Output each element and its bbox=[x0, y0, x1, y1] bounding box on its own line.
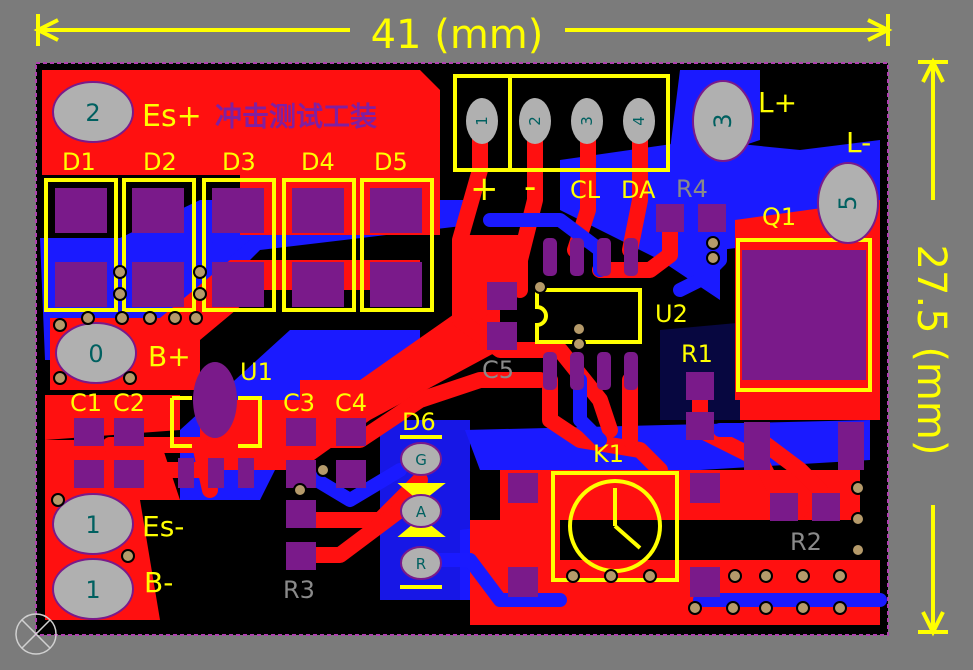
label-r3: R3 bbox=[283, 576, 315, 604]
dimension-height bbox=[918, 57, 948, 637]
label-r1: R1 bbox=[681, 340, 713, 368]
header-pin-2 bbox=[519, 98, 551, 144]
origin-marker-icon bbox=[15, 613, 57, 655]
header-pins bbox=[466, 98, 655, 144]
header-pin-num-1: 1 bbox=[473, 116, 491, 126]
led-pin-a: A bbox=[416, 503, 427, 521]
header-pin-4 bbox=[623, 98, 655, 144]
label-q1: Q1 bbox=[762, 203, 796, 231]
connector-1a-num: 1 bbox=[85, 511, 100, 539]
connector-2-pad bbox=[52, 81, 134, 143]
connector-3-num: 3 bbox=[709, 113, 737, 128]
label-u1: U1 bbox=[240, 358, 273, 386]
connector-0-pad bbox=[55, 322, 137, 384]
header-pin-3 bbox=[571, 98, 603, 144]
connector-5-num: 5 bbox=[834, 195, 862, 210]
dimension-width bbox=[33, 14, 893, 46]
smd-pads bbox=[55, 188, 866, 597]
header-pin-num-3: 3 bbox=[578, 116, 596, 126]
led-pads bbox=[400, 442, 442, 580]
connector-0-label: B+ bbox=[148, 340, 191, 373]
diode-label-d2: D2 bbox=[143, 148, 177, 176]
label-c1: C1 bbox=[70, 389, 102, 417]
connector-0-num: 0 bbox=[88, 340, 103, 368]
connector-5-pad bbox=[817, 162, 879, 244]
label-k1: K1 bbox=[593, 440, 624, 468]
connector-1b-pad bbox=[52, 558, 134, 620]
connector-3-label: L+ bbox=[758, 86, 797, 119]
connector-1b-num: 1 bbox=[85, 576, 100, 604]
connector-1a-label: Es- bbox=[142, 510, 184, 543]
title-label: Es+ bbox=[142, 99, 202, 134]
label-d6: D6 bbox=[402, 408, 436, 436]
connector-pads bbox=[52, 80, 879, 620]
dimension-height-label: 27.5 (mm) bbox=[908, 245, 954, 456]
led-pin-r: R bbox=[416, 555, 426, 573]
label-u2: U2 bbox=[655, 300, 688, 328]
header-pin-num-4: 4 bbox=[630, 116, 648, 126]
connector-1a-pad bbox=[52, 493, 134, 555]
header-label-cl: CL bbox=[570, 176, 601, 204]
dimension-width-label: 41 (mm) bbox=[371, 12, 544, 58]
header-label-minus: - bbox=[524, 167, 536, 207]
header-label-da: DA bbox=[621, 176, 656, 204]
header-label-plus: + bbox=[470, 169, 499, 209]
diode-label-d5: D5 bbox=[374, 148, 408, 176]
label-c2: C2 bbox=[113, 389, 145, 417]
vias bbox=[51, 236, 865, 615]
connector-5-label: L- bbox=[846, 126, 871, 159]
header-pin-num-2: 2 bbox=[526, 116, 544, 126]
diode-label-d4: D4 bbox=[301, 148, 335, 176]
label-c3: C3 bbox=[283, 389, 315, 417]
header-pin-1 bbox=[466, 98, 498, 144]
connector-3-pad bbox=[692, 80, 754, 162]
diode-label-d1: D1 bbox=[62, 148, 96, 176]
title-chinese: 冲击测试工装 bbox=[215, 102, 377, 133]
diode-label-d3: D3 bbox=[222, 148, 256, 176]
connector-1b-label: B- bbox=[144, 566, 173, 599]
label-c5: C5 bbox=[482, 356, 514, 384]
label-r4: R4 bbox=[676, 175, 708, 203]
label-c4: C4 bbox=[335, 389, 367, 417]
led-pin-g: G bbox=[415, 451, 427, 469]
connector-2-num: 2 bbox=[85, 99, 100, 127]
label-r2: R2 bbox=[790, 528, 822, 556]
